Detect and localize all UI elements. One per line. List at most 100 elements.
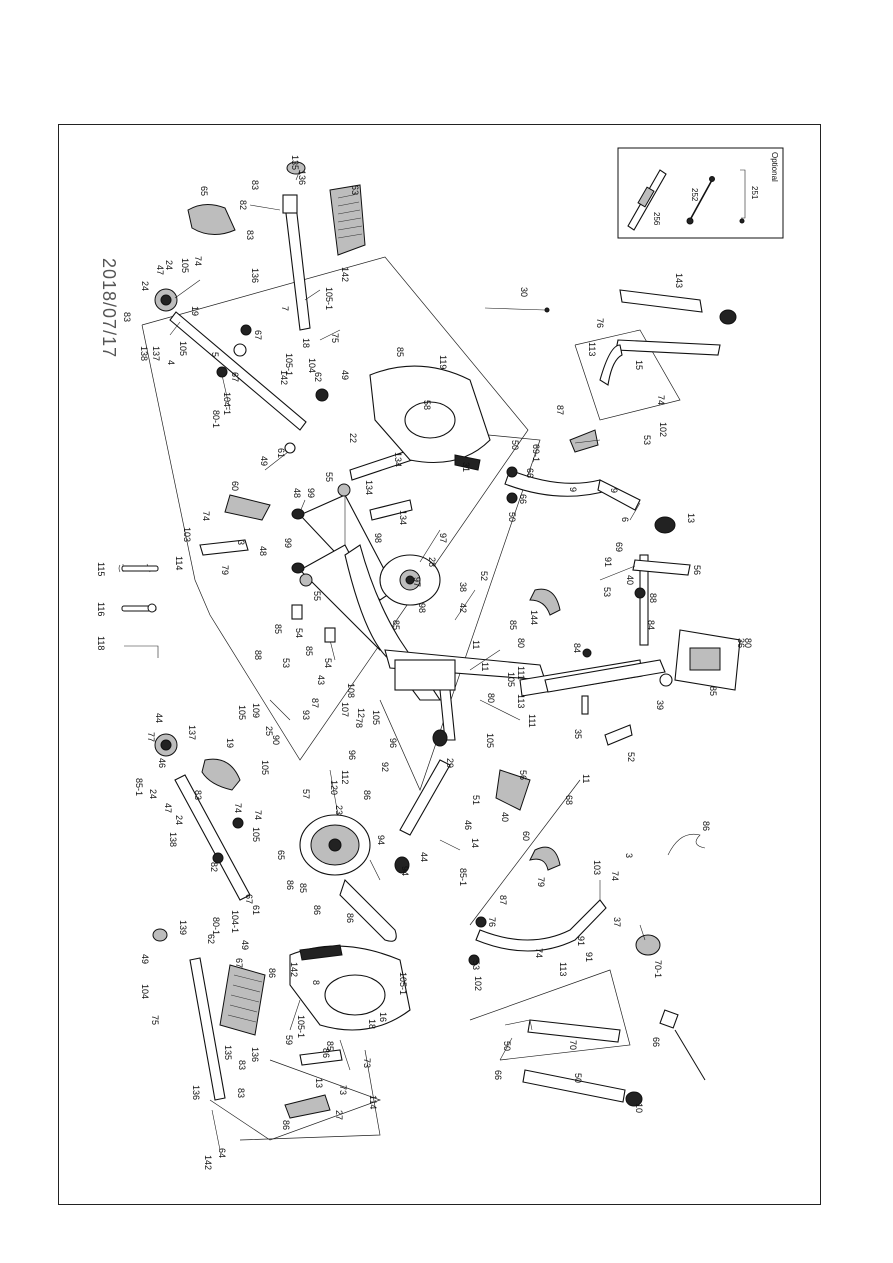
- part-number-label: 27: [334, 1110, 344, 1120]
- part-number-label: 98: [373, 533, 383, 543]
- part-number-label: 14: [470, 838, 480, 848]
- part-number-label: 54: [294, 628, 304, 638]
- tool-label-118: 118: [96, 636, 106, 650]
- part-number-label: 79: [536, 877, 546, 887]
- part-251-icon: [739, 169, 746, 224]
- part-number-label: 44: [419, 852, 429, 862]
- part-number-label: 77: [146, 732, 156, 742]
- part-number-label: 65: [276, 850, 286, 860]
- part-number-label: 55: [324, 472, 334, 482]
- part-number-label: 23: [334, 805, 344, 815]
- part-number-label: 109: [251, 703, 261, 718]
- part-number-label: 82: [238, 200, 248, 210]
- lower-handle-arm: [152, 733, 266, 1101]
- part-number-label: 143: [674, 273, 684, 288]
- optional-label-256: 256: [652, 212, 661, 226]
- part-number-label: 92: [380, 762, 390, 772]
- part-number-label: 83: [236, 1088, 246, 1098]
- part-number-label: 30: [519, 287, 529, 297]
- part-number-label: 29: [445, 758, 455, 768]
- part-number-label: 114: [368, 1095, 378, 1109]
- part-number-label: 85: [273, 624, 283, 634]
- part-number-label: 97: [412, 577, 422, 587]
- part-number-label: 61: [251, 905, 261, 915]
- part-number-label: 136: [191, 1085, 201, 1100]
- part-number-label: 138: [168, 832, 178, 847]
- part-number-label: 87: [498, 895, 508, 905]
- part-number-label: 5: [210, 352, 220, 357]
- part-number-label: 9: [609, 488, 619, 493]
- hand-sensor-parts: [529, 559, 691, 746]
- part-number-label: 105: [371, 710, 381, 725]
- part-number-label: 83: [193, 790, 203, 800]
- part-number-label: 69: [614, 542, 624, 552]
- lower-flywheel-51: [299, 814, 397, 942]
- part-number-label: 60: [230, 481, 240, 491]
- part-number-label: 88: [648, 593, 658, 603]
- part-number-label: 134: [398, 510, 408, 525]
- leader-lines: [169, 169, 646, 1151]
- part-number-label: 36: [736, 638, 746, 648]
- tool-116: 116: [96, 602, 157, 616]
- part-number-label: 86: [321, 1048, 331, 1058]
- part-number-label: 91: [603, 557, 613, 567]
- part-number-label: 3: [236, 540, 246, 545]
- part-number-label: 24: [174, 815, 184, 825]
- part-number-label: 80-1: [211, 410, 221, 428]
- part-number-label: 99: [306, 488, 316, 498]
- part-number-label: 70-1: [653, 960, 663, 978]
- part-number-label: 134: [364, 480, 374, 495]
- part-number-label: 56: [692, 565, 702, 575]
- handle-9: [504, 429, 676, 534]
- part-number-label: 11: [480, 662, 490, 671]
- part-number-label: 51: [471, 795, 481, 805]
- part-number-label: 62: [313, 372, 323, 382]
- part-number-label: 82: [209, 862, 219, 872]
- part-number-label: 49: [240, 940, 250, 950]
- part-number-label: 37: [612, 917, 622, 927]
- part-number-label: 120: [329, 780, 339, 795]
- part-number-label: 86: [312, 905, 322, 915]
- part-number-label: 80: [516, 638, 526, 648]
- part-number-label: 13: [686, 513, 696, 523]
- part-number-label: 84: [572, 643, 582, 653]
- part-number-label: 139: [178, 920, 188, 935]
- pedal-60-lower: [284, 1049, 343, 1119]
- part-number-label: 105: [178, 341, 188, 356]
- part-number-label: 76: [487, 917, 497, 927]
- part-number-label: 9: [568, 487, 578, 492]
- tube-31: [484, 307, 550, 313]
- part-number-label: 114: [174, 556, 184, 570]
- part-number-label: 137: [151, 346, 161, 361]
- part-number-label: 67: [230, 372, 240, 382]
- part-number-label: 83: [245, 230, 255, 240]
- part-number-label: 13: [314, 1078, 324, 1088]
- part-number-label: 48: [292, 488, 302, 498]
- part-number-label: 87: [555, 405, 565, 415]
- part-number-label: 47: [155, 265, 165, 275]
- part-number-label: 28: [427, 557, 437, 567]
- part-number-label: 138: [139, 346, 149, 361]
- part-number-label: 85: [395, 347, 405, 357]
- part-number-label: 142: [203, 1155, 213, 1170]
- part-number-label: 67: [234, 958, 244, 968]
- part-number-label: 46: [157, 758, 167, 768]
- part-number-label: 56: [518, 770, 528, 780]
- part-number-label: 58: [422, 400, 432, 410]
- part-number-label: 73: [362, 1058, 372, 1068]
- part-number-label: 53: [471, 960, 481, 970]
- pedal-60-upper: [199, 494, 271, 556]
- part-number-label: 11: [471, 640, 481, 649]
- part-number-label: 90: [271, 735, 281, 745]
- tool-118: 118: [96, 636, 159, 658]
- part-number-label: 75: [150, 1015, 160, 1025]
- upper-handlebar-15: [599, 289, 737, 386]
- part-number-label: 66: [493, 1070, 503, 1080]
- part-number-label: 6: [620, 517, 630, 522]
- part-number-label: 25: [264, 726, 274, 736]
- part-number-label: 18: [367, 1019, 377, 1029]
- part-number-label: 113: [516, 694, 526, 708]
- part-number-label: 52: [479, 571, 489, 581]
- group-outlines: [141, 256, 681, 1141]
